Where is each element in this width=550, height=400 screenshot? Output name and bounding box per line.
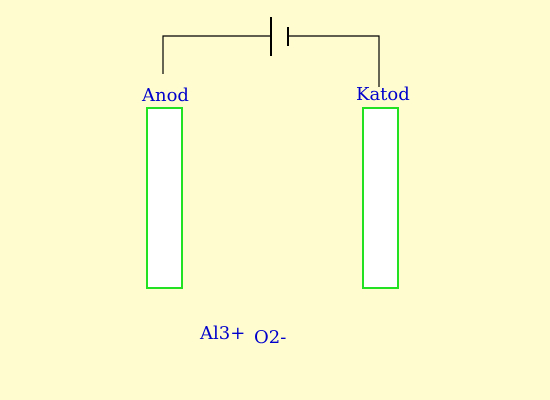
- cathode-label: Katod: [356, 84, 410, 105]
- oxide-ion-label: O2-: [254, 327, 287, 348]
- anode-electrode: [146, 107, 183, 289]
- anode-label: Anod: [142, 85, 189, 106]
- anode-wire: [162, 35, 271, 74]
- cathode-wire: [288, 35, 380, 87]
- aluminium-ion-label: Al3+: [200, 323, 246, 344]
- cathode-electrode: [362, 107, 399, 289]
